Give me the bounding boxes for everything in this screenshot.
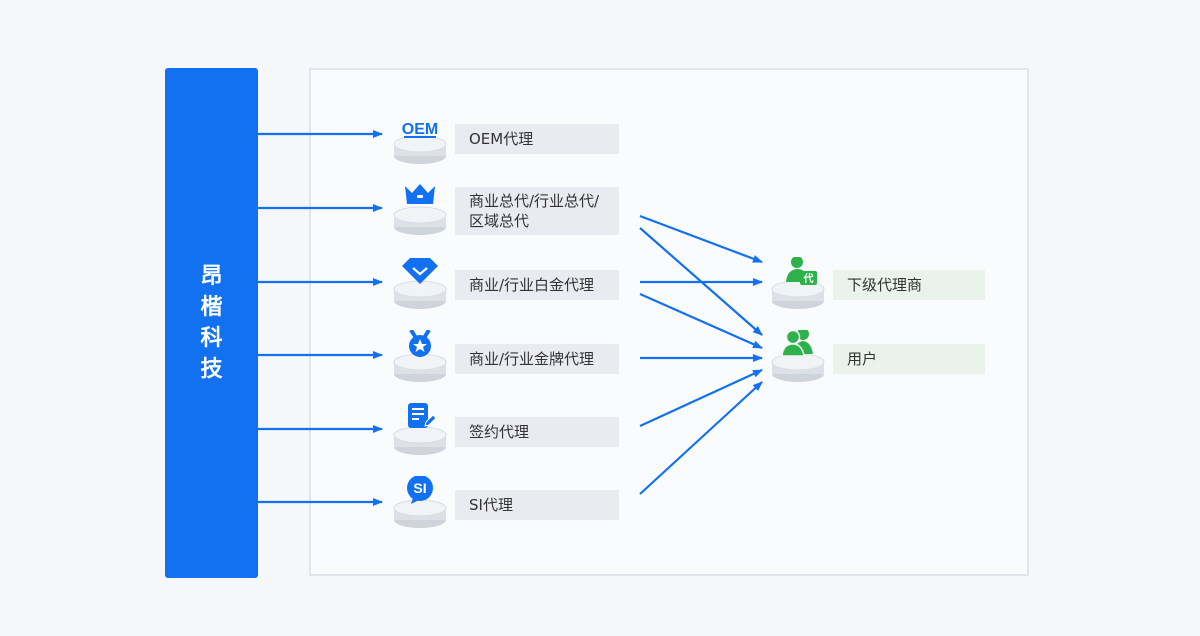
company-bar: 昂楷科技 (165, 68, 258, 578)
oem-icon: OEM (393, 121, 447, 164)
target-label-sub-agent: 下级代理商 (833, 270, 985, 300)
agent-label-si: SI代理 (455, 490, 619, 520)
sub-agent-icon-text: 代 (803, 272, 814, 285)
contract-agent-node (393, 403, 447, 457)
si-agent-node: SI (393, 476, 447, 530)
users-icon (771, 330, 825, 382)
oem-node: OEM (393, 112, 447, 166)
agent-label-general: 商业总代/行业总代/区域总代 (455, 187, 619, 235)
medal-icon (393, 330, 447, 382)
diamond-icon (393, 258, 447, 309)
platinum-agent-node (393, 257, 447, 311)
agent-label-gold: 商业/行业金牌代理 (455, 344, 619, 374)
si-icon-text: SI (413, 480, 426, 496)
crown-icon (393, 184, 447, 235)
gold-agent-node (393, 330, 447, 384)
si-bubble-icon: SI (393, 476, 447, 528)
contract-icon (393, 403, 447, 455)
company-name: 昂楷科技 (200, 264, 223, 382)
sub-agent-icon: 代 (771, 257, 825, 309)
users-node (771, 330, 825, 384)
target-label-users: 用户 (833, 344, 985, 374)
agent-label-oem: OEM代理 (455, 124, 619, 154)
agent-label-platinum: 商业/行业白金代理 (455, 270, 619, 300)
oem-icon-text: OEM (402, 121, 438, 138)
agent-label-contract: 签约代理 (455, 417, 619, 447)
sub-agent-node: 代 (771, 257, 825, 311)
general-agent-node (393, 183, 447, 237)
